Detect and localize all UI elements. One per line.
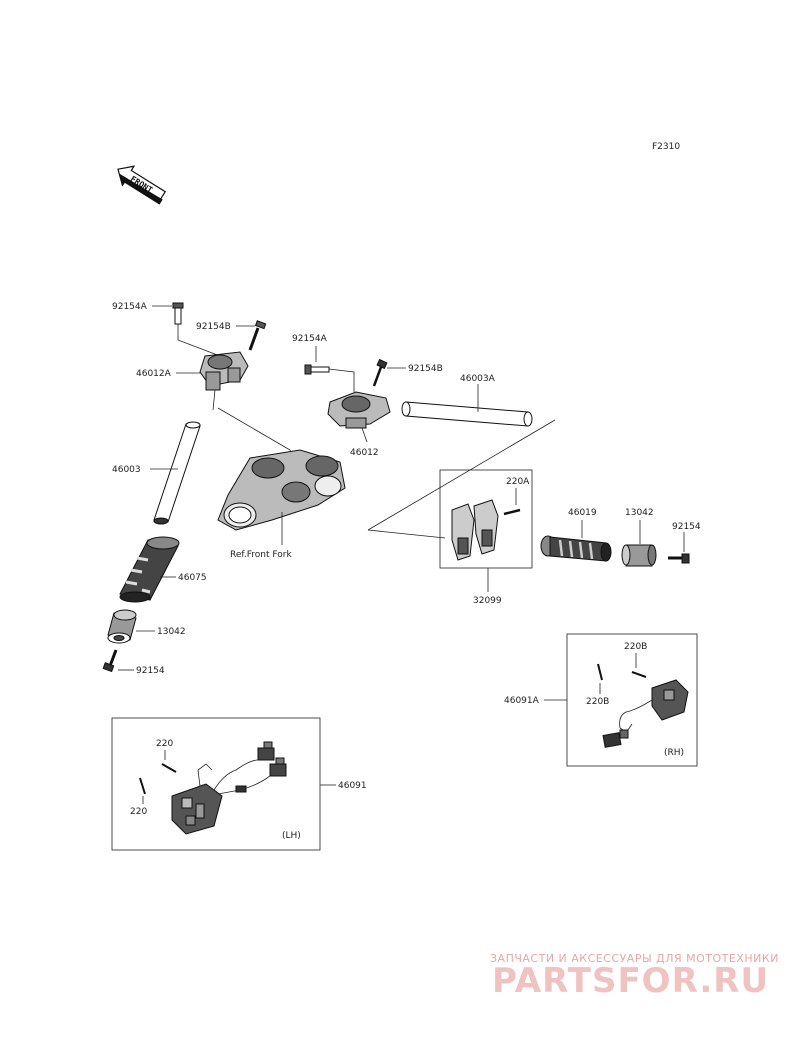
handlebar-46003 bbox=[153, 421, 201, 525]
label-46003: 46003 bbox=[112, 465, 141, 475]
label-lh: (LH) bbox=[282, 831, 301, 841]
label-13042-right: 13042 bbox=[625, 508, 654, 518]
throttle-housing-32099 bbox=[451, 499, 499, 561]
bar-end-weight-13042-right bbox=[621, 544, 657, 567]
figure-code: F2310 bbox=[652, 142, 680, 152]
bolt-92154-left bbox=[102, 649, 118, 673]
label-92154a-right: 92154A bbox=[292, 334, 328, 344]
label-32099: 32099 bbox=[473, 596, 502, 606]
bolt-92154a-left bbox=[172, 302, 184, 325]
screw-220-side bbox=[139, 777, 146, 795]
label-46091: 46091 bbox=[338, 781, 367, 791]
label-46012a: 46012A bbox=[136, 369, 172, 379]
bolt-92154a-right bbox=[304, 364, 330, 375]
label-220b-top: 220B bbox=[624, 642, 647, 652]
screw-220b-top bbox=[631, 671, 647, 678]
label-46091a: 46091A bbox=[504, 696, 540, 706]
rh-handlebar-switch bbox=[602, 679, 689, 748]
handlebar-holder-46012 bbox=[327, 391, 391, 429]
label-46075: 46075 bbox=[178, 573, 207, 583]
grip-46075 bbox=[119, 536, 180, 603]
upper-triple-clamp bbox=[217, 449, 346, 531]
label-92154-left: 92154 bbox=[136, 666, 165, 676]
label-220-side: 220 bbox=[130, 807, 147, 817]
screw-220a bbox=[503, 508, 521, 516]
label-92154b-right: 92154B bbox=[408, 364, 443, 374]
label-46012: 46012 bbox=[350, 448, 379, 458]
front-arrow-icon: FRONT bbox=[117, 165, 167, 205]
handlebar-holder-46012a bbox=[199, 351, 249, 391]
throttle-grip-46019 bbox=[540, 535, 612, 562]
bar-end-weight-13042-left bbox=[107, 609, 137, 644]
label-92154-right: 92154 bbox=[672, 522, 701, 532]
label-220a: 220A bbox=[506, 477, 530, 487]
label-46003a: 46003A bbox=[460, 374, 496, 384]
lh-handlebar-switch bbox=[171, 741, 287, 835]
label-92154a-left: 92154A bbox=[112, 302, 148, 312]
label-46019: 46019 bbox=[568, 508, 597, 518]
screw-220-top bbox=[161, 763, 177, 773]
label-13042-left: 13042 bbox=[157, 627, 186, 637]
label-rh: (RH) bbox=[664, 748, 684, 758]
bolt-92154-right bbox=[668, 553, 690, 564]
label-220-top: 220 bbox=[156, 739, 173, 749]
screw-220b-side bbox=[597, 663, 603, 681]
bolt-92154b-right bbox=[372, 358, 388, 387]
label-220b-side: 220B bbox=[586, 697, 609, 707]
watermark-brand: PARTSFOR.RU bbox=[492, 961, 769, 1001]
watermark-caption: ЗАПЧАСТИ И АКСЕССУАРЫ ДЛЯ МОТОТЕХНИКИ bbox=[490, 952, 779, 965]
handlebar-46003a bbox=[401, 401, 533, 427]
reference-note: Ref.Front Fork bbox=[230, 550, 292, 560]
bolt-92154b-left bbox=[248, 320, 267, 351]
label-92154b-left: 92154B bbox=[196, 322, 231, 332]
lh-switch-box bbox=[111, 717, 321, 851]
